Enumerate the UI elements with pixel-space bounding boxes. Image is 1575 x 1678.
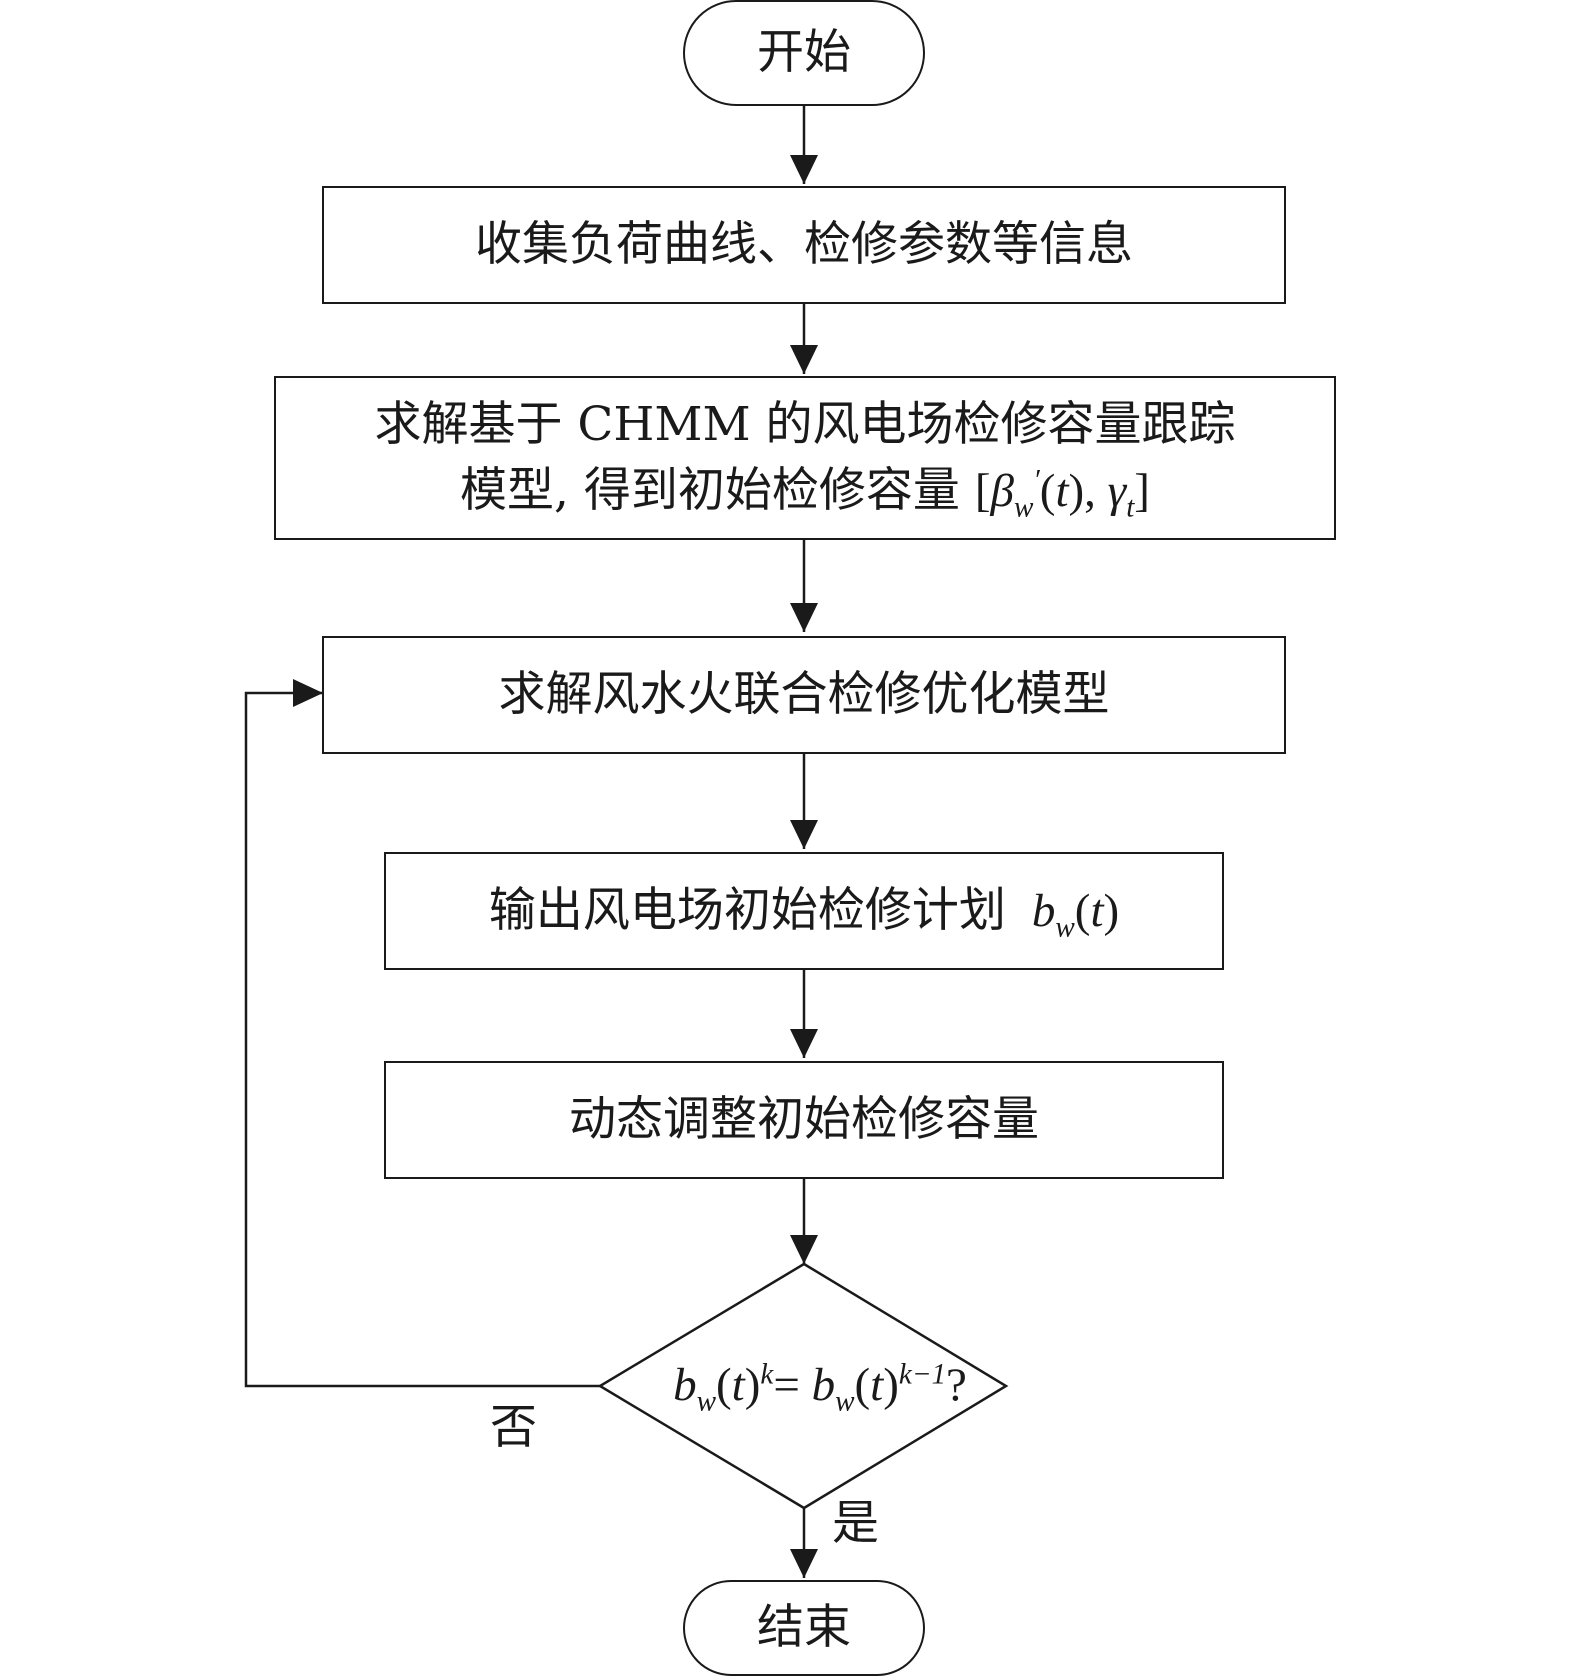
arrow-no-loop — [244, 679, 600, 1388]
decision-diamond — [597, 1262, 1009, 1510]
step-chmm-model-line2: 模型, 得到初始检修容量 [βw′(t), γt] — [460, 458, 1150, 524]
step-output-plan: 输出风电场初始检修计划 bw(t) — [384, 852, 1224, 970]
plan-formula: bw(t) — [1031, 885, 1120, 944]
convergence-condition: bw(t)k= bw(t)k−1? — [673, 1358, 967, 1418]
yes-branch-label: 是 — [832, 1496, 879, 1551]
step-collect-info: 收集负荷曲线、检修参数等信息 — [322, 186, 1286, 304]
start-terminal: 开始 — [683, 0, 925, 106]
step-joint-optimization: 求解风水火联合检修优化模型 — [322, 636, 1286, 754]
end-label: 结束 — [757, 1600, 851, 1655]
step-adjust-capacity-label: 动态调整初始检修容量 — [569, 1092, 1039, 1147]
end-terminal: 结束 — [683, 1580, 925, 1676]
start-label: 开始 — [757, 25, 851, 80]
step-output-plan-label: 输出风电场初始检修计划 — [488, 883, 1006, 938]
no-branch-label: 否 — [490, 1400, 537, 1455]
step-chmm-model-line2-text: 模型, 得到初始检修容量 — [460, 463, 960, 518]
step-adjust-capacity: 动态调整初始检修容量 — [384, 1061, 1224, 1179]
step-chmm-model-line1: 求解基于 CHMM 的风电场检修容量跟踪 — [374, 397, 1236, 452]
step-joint-optimization-label: 求解风水火联合检修优化模型 — [498, 667, 1110, 722]
step-collect-info-label: 收集负荷曲线、检修参数等信息 — [475, 217, 1133, 272]
step-chmm-model: 求解基于 CHMM 的风电场检修容量跟踪 模型, 得到初始检修容量 [βw′(t… — [274, 376, 1336, 540]
initial-capacity-formula: [βw′(t), γt] — [974, 464, 1150, 524]
